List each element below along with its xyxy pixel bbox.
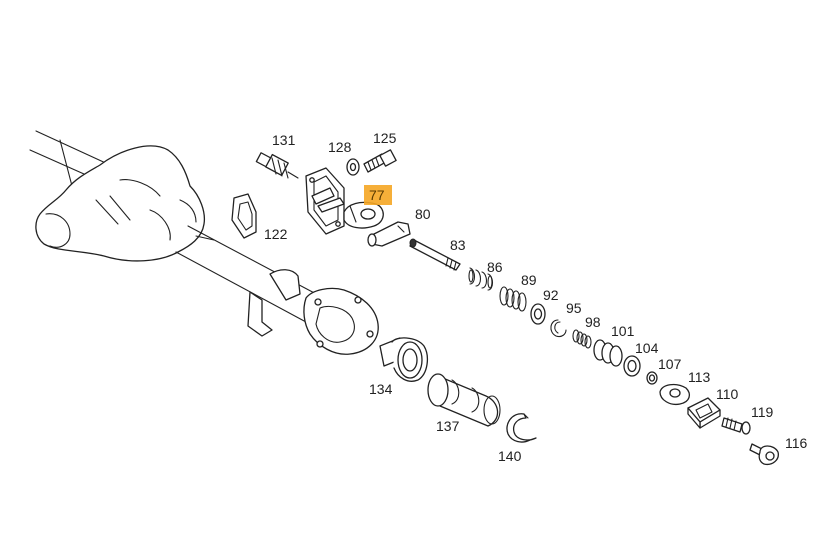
part-104-ring[interactable] xyxy=(623,355,641,377)
label-110[interactable]: 110 xyxy=(716,386,739,402)
part-110-cover[interactable] xyxy=(687,397,721,429)
label-98[interactable]: 98 xyxy=(585,314,601,330)
label-119[interactable]: 119 xyxy=(751,404,774,420)
label-77[interactable]: 77 xyxy=(369,187,385,203)
shift-cover-plate[interactable] xyxy=(305,167,345,235)
part-77-highlight xyxy=(364,185,392,205)
part-137-sleeve[interactable] xyxy=(427,373,501,427)
label-113[interactable]: 113 xyxy=(688,369,711,385)
part-98-spring[interactable] xyxy=(572,329,592,349)
axle-housing-drawing xyxy=(29,130,379,355)
part-86-spring[interactable] xyxy=(468,267,494,291)
part-140-snap-ring[interactable] xyxy=(506,413,537,443)
part-83-shaft[interactable] xyxy=(409,238,461,271)
part-107-o-ring[interactable] xyxy=(646,371,658,385)
part-89-spring[interactable] xyxy=(499,286,527,312)
label-95[interactable]: 95 xyxy=(566,300,582,316)
label-128[interactable]: 128 xyxy=(328,139,352,155)
label-83[interactable]: 83 xyxy=(450,237,466,253)
part-77-lever[interactable] xyxy=(343,201,384,229)
part-92-bushing[interactable] xyxy=(530,303,546,325)
label-134[interactable]: 134 xyxy=(369,381,393,397)
part-119-bolt[interactable] xyxy=(721,417,751,435)
label-92[interactable]: 92 xyxy=(543,287,559,303)
part-122-gasket[interactable] xyxy=(231,193,257,239)
part-131-sensor[interactable] xyxy=(255,152,299,179)
part-101-sleeve[interactable] xyxy=(593,339,623,367)
label-122[interactable]: 122 xyxy=(264,226,288,242)
part-125-bolt[interactable] xyxy=(363,149,397,173)
label-125[interactable]: 125 xyxy=(373,130,397,146)
label-140[interactable]: 140 xyxy=(498,448,522,464)
part-95-circlip[interactable] xyxy=(550,319,567,338)
label-89[interactable]: 89 xyxy=(521,272,537,288)
label-86[interactable]: 86 xyxy=(487,259,503,275)
part-113-gasket[interactable] xyxy=(659,383,691,406)
label-131[interactable]: 131 xyxy=(272,132,296,148)
label-101[interactable]: 101 xyxy=(611,323,635,339)
label-80[interactable]: 80 xyxy=(415,206,431,222)
label-116[interactable]: 116 xyxy=(785,435,808,451)
part-116-bolt[interactable] xyxy=(749,443,779,466)
label-104[interactable]: 104 xyxy=(635,340,659,356)
label-107[interactable]: 107 xyxy=(658,356,682,372)
part-128-washer[interactable] xyxy=(346,158,360,176)
part-80-fork[interactable] xyxy=(367,221,411,247)
label-137[interactable]: 137 xyxy=(436,418,460,434)
part-134-coupling[interactable] xyxy=(379,337,429,382)
